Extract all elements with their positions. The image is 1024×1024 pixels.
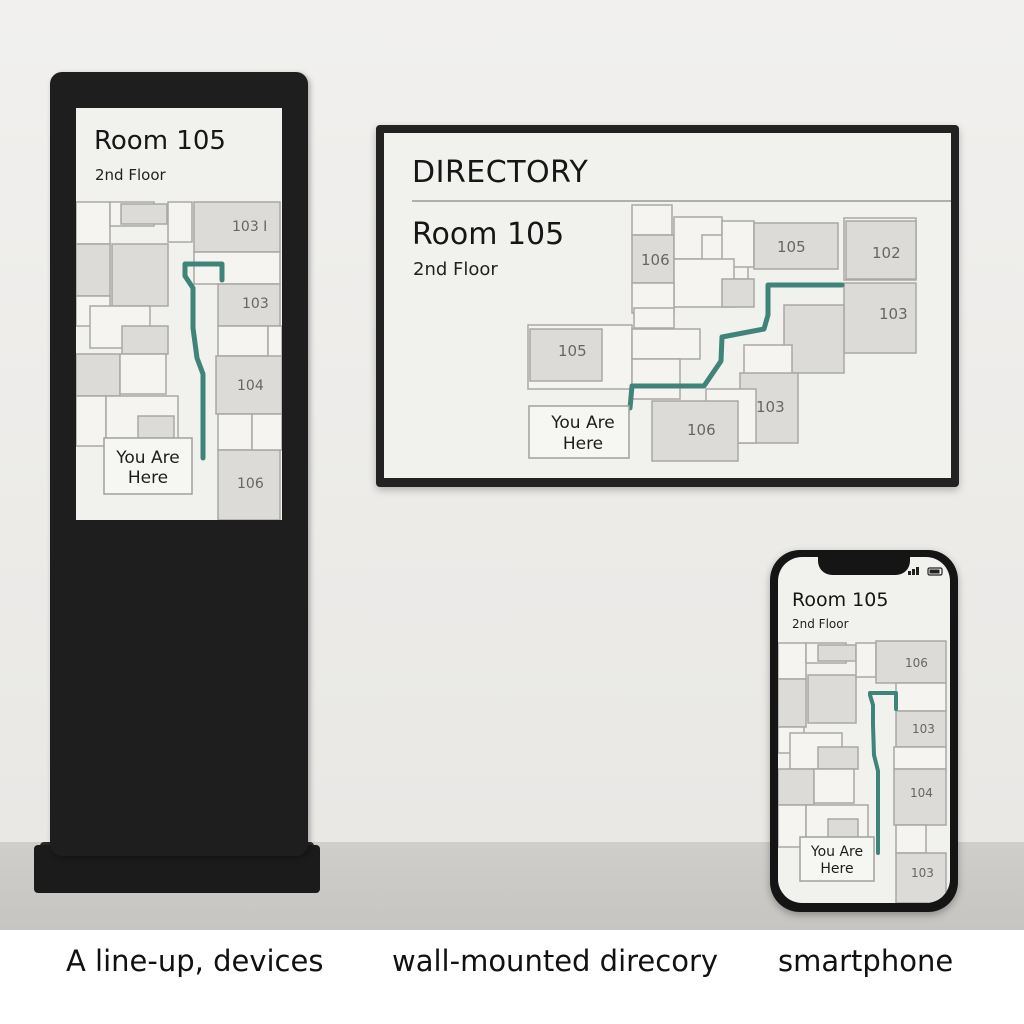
wall-display-floor-map[interactable]: 106 105 102 103 105 103 106 You Are Here xyxy=(384,133,951,478)
kiosk-route-path xyxy=(182,261,225,461)
kiosk-room-label: 106 xyxy=(237,476,264,492)
caption-middle: wall-mounted direcory xyxy=(392,944,719,978)
smartphone-screen[interactable]: 106 103 104 103 You Are Here Room 105 2n… xyxy=(778,557,950,903)
kiosk-you-are-here-marker xyxy=(103,437,193,495)
wall-room-grid xyxy=(527,204,917,462)
wall-room-label: 106 xyxy=(687,421,716,439)
kiosk-room-label: 103 I xyxy=(232,219,267,235)
kiosk-you-are-here-line2: Here xyxy=(128,468,168,488)
kiosk-room-title: Room 105 xyxy=(94,126,226,156)
phone-room-label: 104 xyxy=(910,786,933,800)
wall-room-title: Room 105 xyxy=(412,217,565,252)
wall-room-label: 105 xyxy=(558,342,587,360)
wall-you-are-here-line1: You Are xyxy=(550,413,614,433)
caption-strip xyxy=(0,930,1024,1024)
phone-room-label: 103 xyxy=(911,866,934,880)
wall-room-label: 106 xyxy=(641,251,670,269)
kiosk-room-grid xyxy=(76,201,282,520)
phone-you-are-here-line2: Here xyxy=(820,861,853,877)
phone-room-grid xyxy=(778,640,947,903)
caption-right: smartphone xyxy=(778,944,954,978)
wall-you-are-here-line2: Here xyxy=(563,434,603,454)
caption-left: A line-up, devices xyxy=(66,944,324,978)
phone-notch xyxy=(818,555,910,575)
kiosk-room-label: 103 xyxy=(242,296,269,312)
phone-status-icons xyxy=(908,567,943,576)
phone-route-path xyxy=(868,691,898,855)
phone-you-are-here-marker xyxy=(799,836,875,882)
phone-floor-map[interactable]: 106 103 104 103 You Are Here xyxy=(778,557,950,903)
kiosk-you-are-here-line1: You Are xyxy=(115,448,179,468)
kiosk-floor-label: 2nd Floor xyxy=(95,166,166,184)
wall-you-are-here-marker xyxy=(528,405,630,459)
kiosk-room-label: 104 xyxy=(237,378,264,394)
phone-floor-label: 2nd Floor xyxy=(792,617,849,631)
phone-room-title: Room 105 xyxy=(792,589,889,611)
directory-heading: DIRECTORY xyxy=(412,155,589,190)
wall-room-label: 103 xyxy=(756,398,785,416)
wall-route-path xyxy=(627,282,845,411)
kiosk-floor-map[interactable]: 103 I 103 104 106 You Are Here xyxy=(76,108,282,520)
wall-room-label: 102 xyxy=(872,244,901,262)
wall-room-label: 103 xyxy=(879,305,908,323)
kiosk-screen[interactable]: 103 I 103 104 106 You Are Here Room 105 … xyxy=(76,108,282,520)
phone-room-label: 103 xyxy=(912,722,935,736)
wall-display-screen[interactable]: 106 105 102 103 105 103 106 You Are Here… xyxy=(384,133,951,478)
wall-floor-label: 2nd Floor xyxy=(413,259,498,280)
wall-room-label: 105 xyxy=(777,238,806,256)
phone-room-label: 106 xyxy=(905,656,928,670)
phone-you-are-here-line1: You Are xyxy=(810,844,863,860)
